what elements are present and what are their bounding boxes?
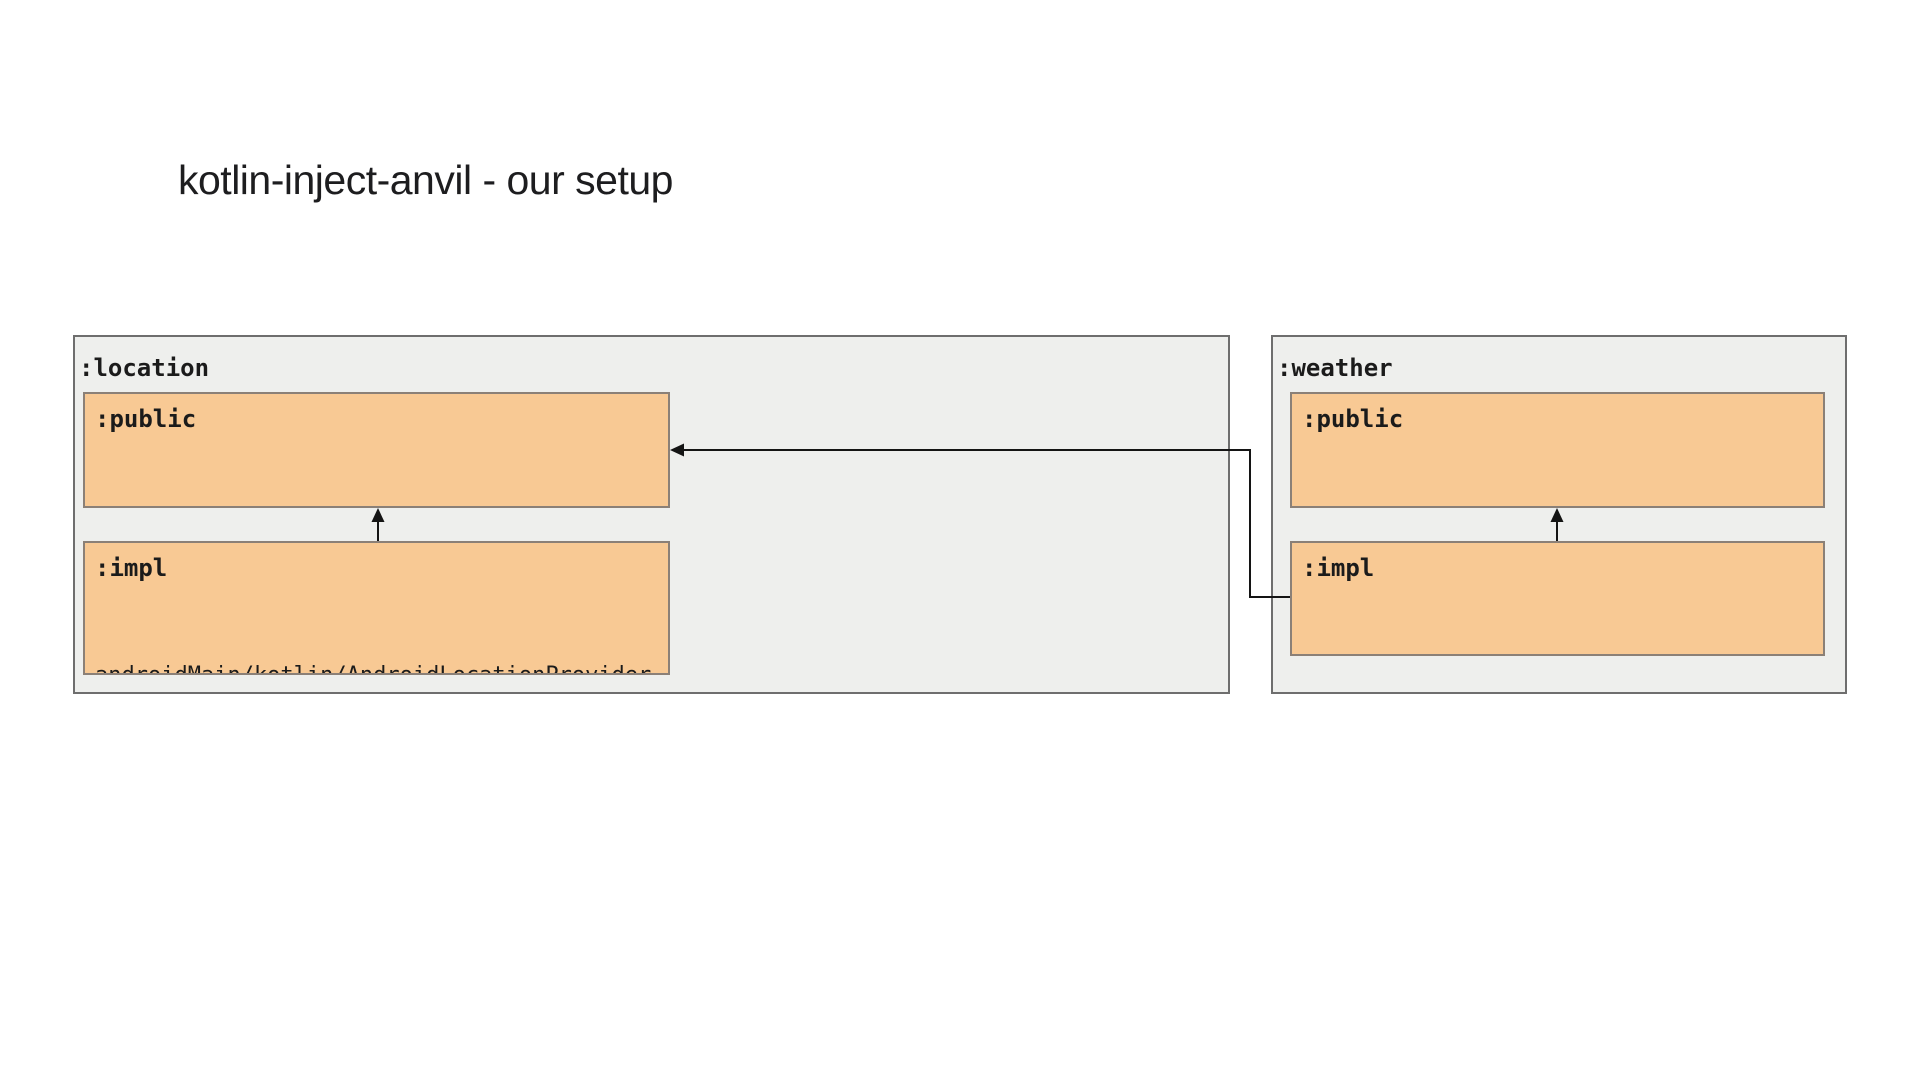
node-weather-public: :public commonMain/kotlin/WeatherReposit… <box>1290 392 1825 508</box>
node-weather-impl-label: :impl <box>1302 554 1375 582</box>
node-location-impl-label: :impl <box>95 554 168 582</box>
module-location: :location :public commonMain/kotlin/Loca… <box>73 335 1230 694</box>
node-location-impl-path-android: androidMain/kotlin/AndroidLocationProvid… <box>95 663 668 673</box>
node-location-public: :public commonMain/kotlin/LocationProvid… <box>83 392 670 508</box>
node-location-public-label: :public <box>95 405 197 433</box>
slide-title: kotlin-inject-anvil - our setup <box>178 157 673 203</box>
module-location-label: :location <box>79 354 210 382</box>
module-weather-label: :weather <box>1277 354 1393 382</box>
module-weather: :weather :public commonMain/kotlin/Weath… <box>1271 335 1847 694</box>
node-weather-impl: :impl commonMain/kotlin/WeatherRepositor… <box>1290 541 1825 656</box>
node-weather-public-label: :public <box>1302 405 1404 433</box>
node-location-impl: :impl androidMain/kotlin/AndroidLocation… <box>83 541 670 675</box>
